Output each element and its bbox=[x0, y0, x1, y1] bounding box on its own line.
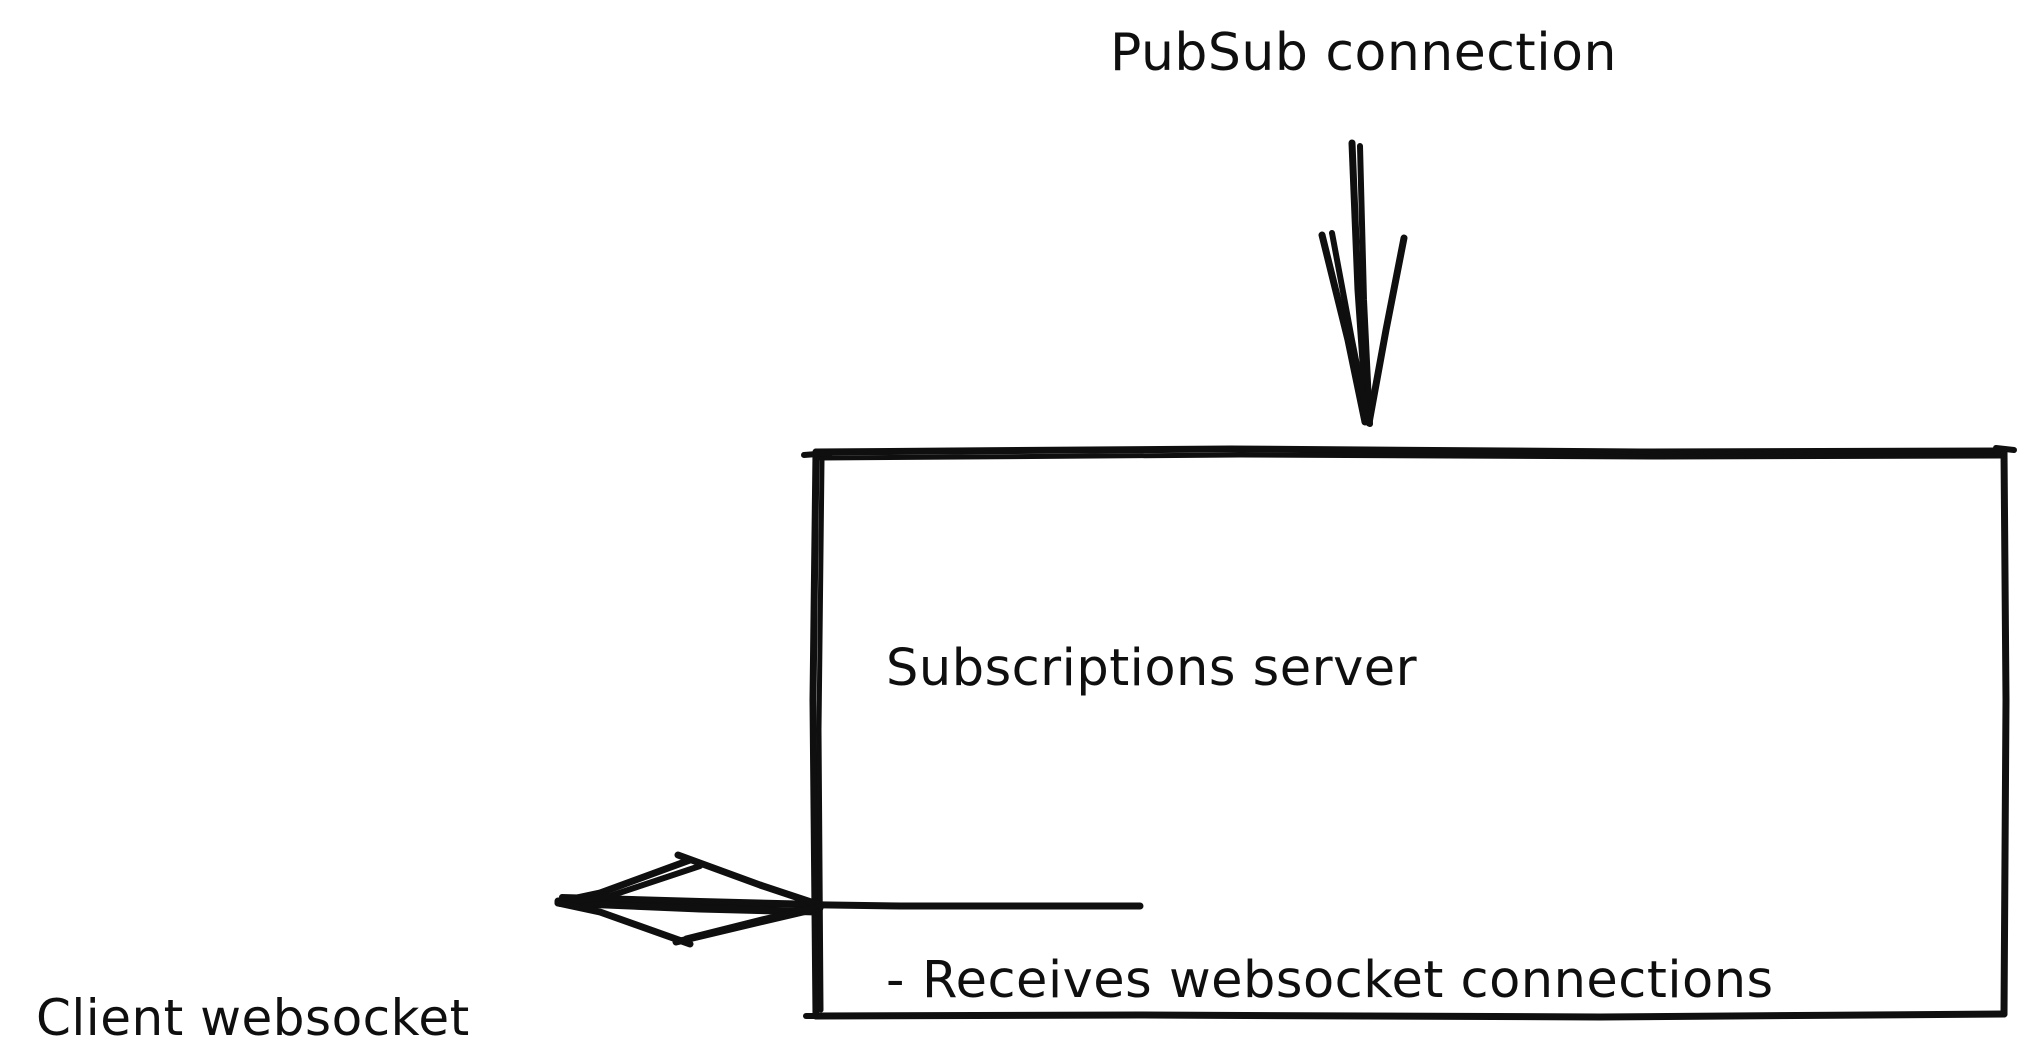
pubsub-connection-label: PubSub connection bbox=[1110, 23, 1617, 83]
server-box-outline bbox=[801, 445, 2017, 1021]
client-websocket-line1: Client websocket bbox=[36, 989, 470, 1047]
list-item: - Receives websocket connections bbox=[886, 942, 1791, 1020]
server-box-heading: Subscriptions server bbox=[886, 639, 1418, 698]
client-duplex-arrow bbox=[554, 851, 1144, 948]
server-box-content: Subscriptions server - Receives websocke… bbox=[886, 474, 1791, 1051]
pubsub-down-arrow bbox=[1318, 139, 1408, 427]
bullet-dash: - bbox=[886, 951, 905, 1010]
client-websocket-label: Client websocket (duplex canal) bbox=[36, 828, 470, 1051]
bullet-label: Receives websocket connections bbox=[922, 951, 1774, 1010]
